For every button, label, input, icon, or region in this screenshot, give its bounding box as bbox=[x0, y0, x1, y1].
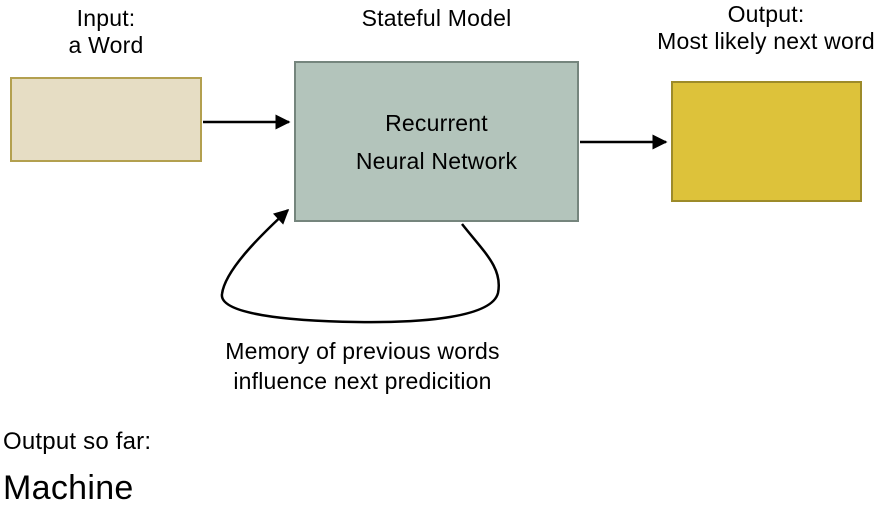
memory-caption: Memory of previous words influence next … bbox=[200, 336, 525, 396]
stateful-model-label: Stateful Model bbox=[294, 5, 579, 32]
output-label: Output: Most likely next word bbox=[645, 1, 887, 55]
input-label: Input: a Word bbox=[10, 5, 202, 59]
stateful-model-title: Stateful Model bbox=[361, 5, 512, 31]
memory-feedback-loop-arrow bbox=[220, 208, 501, 324]
input-label-line2: a Word bbox=[68, 32, 144, 58]
rnn-box-line2: Neural Network bbox=[355, 147, 518, 174]
output-label-line1: Output: bbox=[727, 1, 805, 27]
memory-caption-line2: influence next predicition bbox=[233, 368, 492, 394]
rnn-box-line1: Recurrent bbox=[385, 109, 488, 136]
output-word-box bbox=[671, 81, 862, 202]
output-so-far-heading: Output so far: bbox=[3, 428, 152, 455]
input-word-box bbox=[10, 77, 202, 162]
output-label-line2: Most likely next word bbox=[657, 28, 875, 54]
rnn-box: Recurrent Neural Network bbox=[294, 61, 579, 222]
input-label-line1: Input: bbox=[76, 5, 136, 31]
memory-caption-line1: Memory of previous words bbox=[225, 338, 500, 364]
output-so-far-value: Machine bbox=[3, 469, 134, 507]
